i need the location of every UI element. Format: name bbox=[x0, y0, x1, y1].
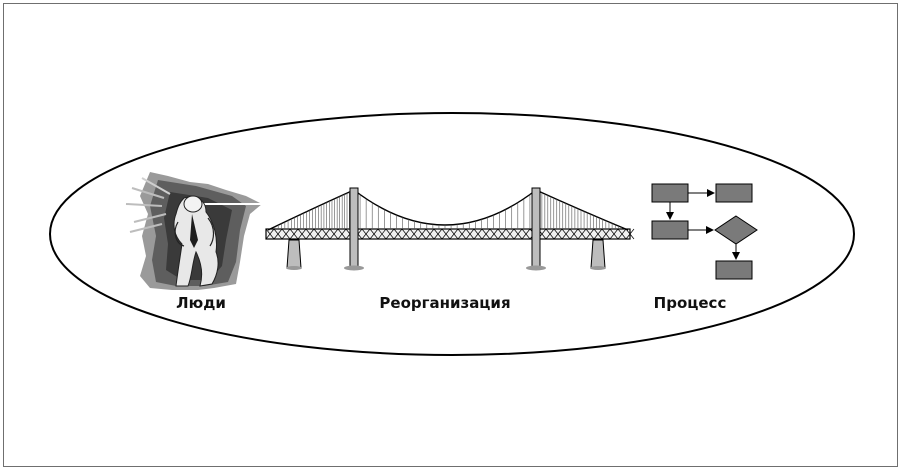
process-label: Процесс bbox=[653, 294, 727, 312]
flowchart-decision bbox=[714, 215, 758, 245]
reorganization-label: Реорганизация bbox=[379, 294, 511, 312]
people-label: Люди bbox=[176, 294, 226, 312]
suspension-bridge-icon bbox=[265, 187, 635, 271]
flowchart-box-2 bbox=[715, 183, 753, 203]
suspender-cables bbox=[274, 191, 622, 229]
flowchart-box-1 bbox=[651, 183, 689, 203]
scope-ellipse bbox=[49, 112, 855, 356]
flowchart-box-4 bbox=[715, 260, 753, 280]
flowchart-box-3 bbox=[651, 220, 689, 240]
businessman-clipart-icon bbox=[125, 172, 270, 290]
flowchart-icon bbox=[651, 183, 758, 280]
